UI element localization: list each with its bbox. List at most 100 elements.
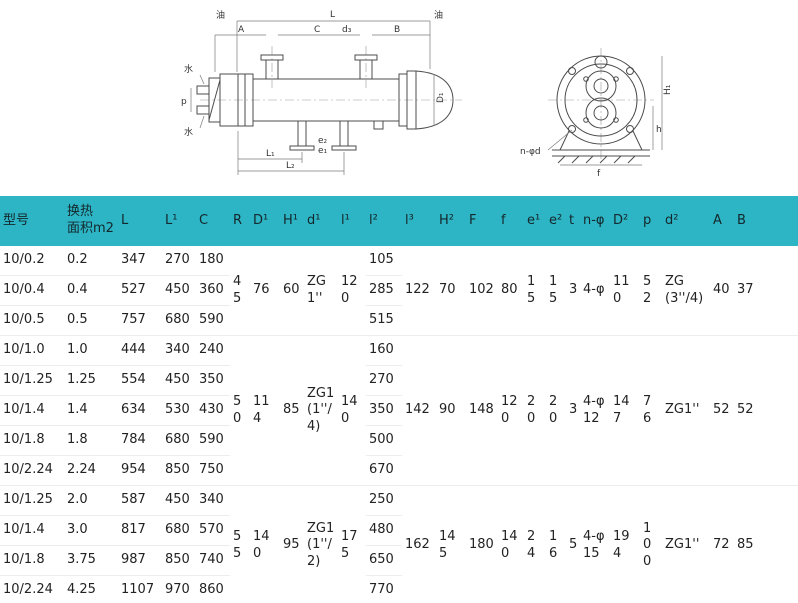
cell-L: 554: [118, 365, 162, 396]
cell-model: 10/1.8: [0, 425, 64, 456]
cell-F: 148: [466, 335, 498, 486]
col-header-B: B: [734, 196, 798, 246]
cell-A: 40: [710, 246, 734, 336]
cell-R: 55: [230, 485, 250, 603]
col-header-f: f: [498, 196, 524, 246]
col-header-l1: l¹: [338, 196, 366, 246]
oil-outlet-label: 油: [434, 9, 443, 21]
cell-H1: 60: [280, 246, 304, 336]
cell-L1: 340: [162, 335, 196, 366]
col-header-nphi: n-φ: [580, 196, 610, 246]
cell-H1: 85: [280, 335, 304, 486]
cell-L: 347: [118, 246, 162, 276]
col-header-p: p: [640, 196, 662, 246]
cell-t: 5: [566, 485, 580, 603]
cell-p: 76: [640, 335, 662, 486]
water-outlet-label: 水: [184, 126, 193, 138]
cell-t: 3: [566, 335, 580, 486]
dim-A-label: A: [238, 25, 245, 35]
cell-e2: 20: [546, 335, 566, 486]
cell-H2: 90: [436, 335, 466, 486]
cell-t: 3: [566, 246, 580, 336]
cell-e2: 15: [546, 246, 566, 336]
col-header-e2: e²: [546, 196, 566, 246]
col-header-H2: H²: [436, 196, 466, 246]
dim-L1-label: L₁: [266, 149, 275, 159]
cell-L: 817: [118, 515, 162, 546]
cell-A: 52: [710, 335, 734, 486]
cell-area: 1.25: [64, 365, 118, 396]
cell-l3: 122: [402, 246, 436, 336]
cell-F: 102: [466, 246, 498, 336]
cell-D2: 147: [610, 335, 640, 486]
cell-C: 180: [196, 246, 230, 276]
cell-D2: 194: [610, 485, 640, 603]
cell-area: 3.0: [64, 515, 118, 546]
end-view: [552, 55, 650, 164]
dim-f-label: f: [597, 169, 601, 179]
cell-l2: 650: [366, 545, 402, 576]
cell-B: 37: [734, 246, 798, 336]
cell-area: 1.0: [64, 335, 118, 366]
col-header-l3: l³: [402, 196, 436, 246]
cell-e1: 24: [524, 485, 546, 603]
cell-l2: 270: [366, 365, 402, 396]
cell-f: 80: [498, 246, 524, 336]
col-header-t: t: [566, 196, 580, 246]
col-header-model: 型号: [0, 196, 64, 246]
cell-l3: 142: [402, 335, 436, 486]
cell-model: 10/1.4: [0, 515, 64, 546]
cell-H2: 145: [436, 485, 466, 603]
cell-model: 10/1.8: [0, 545, 64, 576]
cell-C: 240: [196, 335, 230, 366]
cell-l1: 120: [338, 246, 366, 336]
cell-L: 784: [118, 425, 162, 456]
cell-D1: 114: [250, 335, 280, 486]
dim-p-label: p: [181, 97, 187, 107]
cell-area: 0.4: [64, 275, 118, 306]
cell-L1: 970: [162, 575, 196, 603]
col-header-F: F: [466, 196, 498, 246]
cell-F: 180: [466, 485, 498, 603]
cell-nphi: 4-φ15: [580, 485, 610, 603]
cell-area: 3.75: [64, 545, 118, 576]
cell-L1: 530: [162, 395, 196, 426]
cell-l2: 285: [366, 275, 402, 306]
cell-C: 430: [196, 395, 230, 426]
diagram-labels: 油 L 油 A C d₃ B 水 水 p L₁ L₂ e₂ e₁ D₁ H₁ h…: [181, 9, 673, 179]
cell-area: 1.8: [64, 425, 118, 456]
cell-l2: 670: [366, 455, 402, 486]
dim-C-label: C: [314, 25, 320, 35]
col-header-L: L: [118, 196, 162, 246]
dim-D1-label: D₁: [436, 92, 446, 103]
cell-e2: 16: [546, 485, 566, 603]
cell-C: 740: [196, 545, 230, 576]
cell-area: 1.4: [64, 395, 118, 426]
col-header-A: A: [710, 196, 734, 246]
cell-area: 4.25: [64, 575, 118, 603]
cell-d2: ZG(3''/4): [662, 246, 710, 336]
col-header-l2: l²: [366, 196, 402, 246]
cell-R: 45: [230, 246, 250, 336]
cell-C: 590: [196, 425, 230, 456]
cell-L1: 850: [162, 545, 196, 576]
cell-p: 52: [640, 246, 662, 336]
cell-R: 50: [230, 335, 250, 486]
col-header-D2: D²: [610, 196, 640, 246]
cell-C: 860: [196, 575, 230, 603]
cell-area: 0.2: [64, 246, 118, 276]
cell-d2: ZG1'': [662, 335, 710, 486]
cell-l2: 250: [366, 485, 402, 516]
cell-e1: 20: [524, 335, 546, 486]
cell-d2: ZG1'': [662, 485, 710, 603]
dim-L-label: L: [330, 10, 335, 20]
cell-model: 10/1.25: [0, 485, 64, 516]
